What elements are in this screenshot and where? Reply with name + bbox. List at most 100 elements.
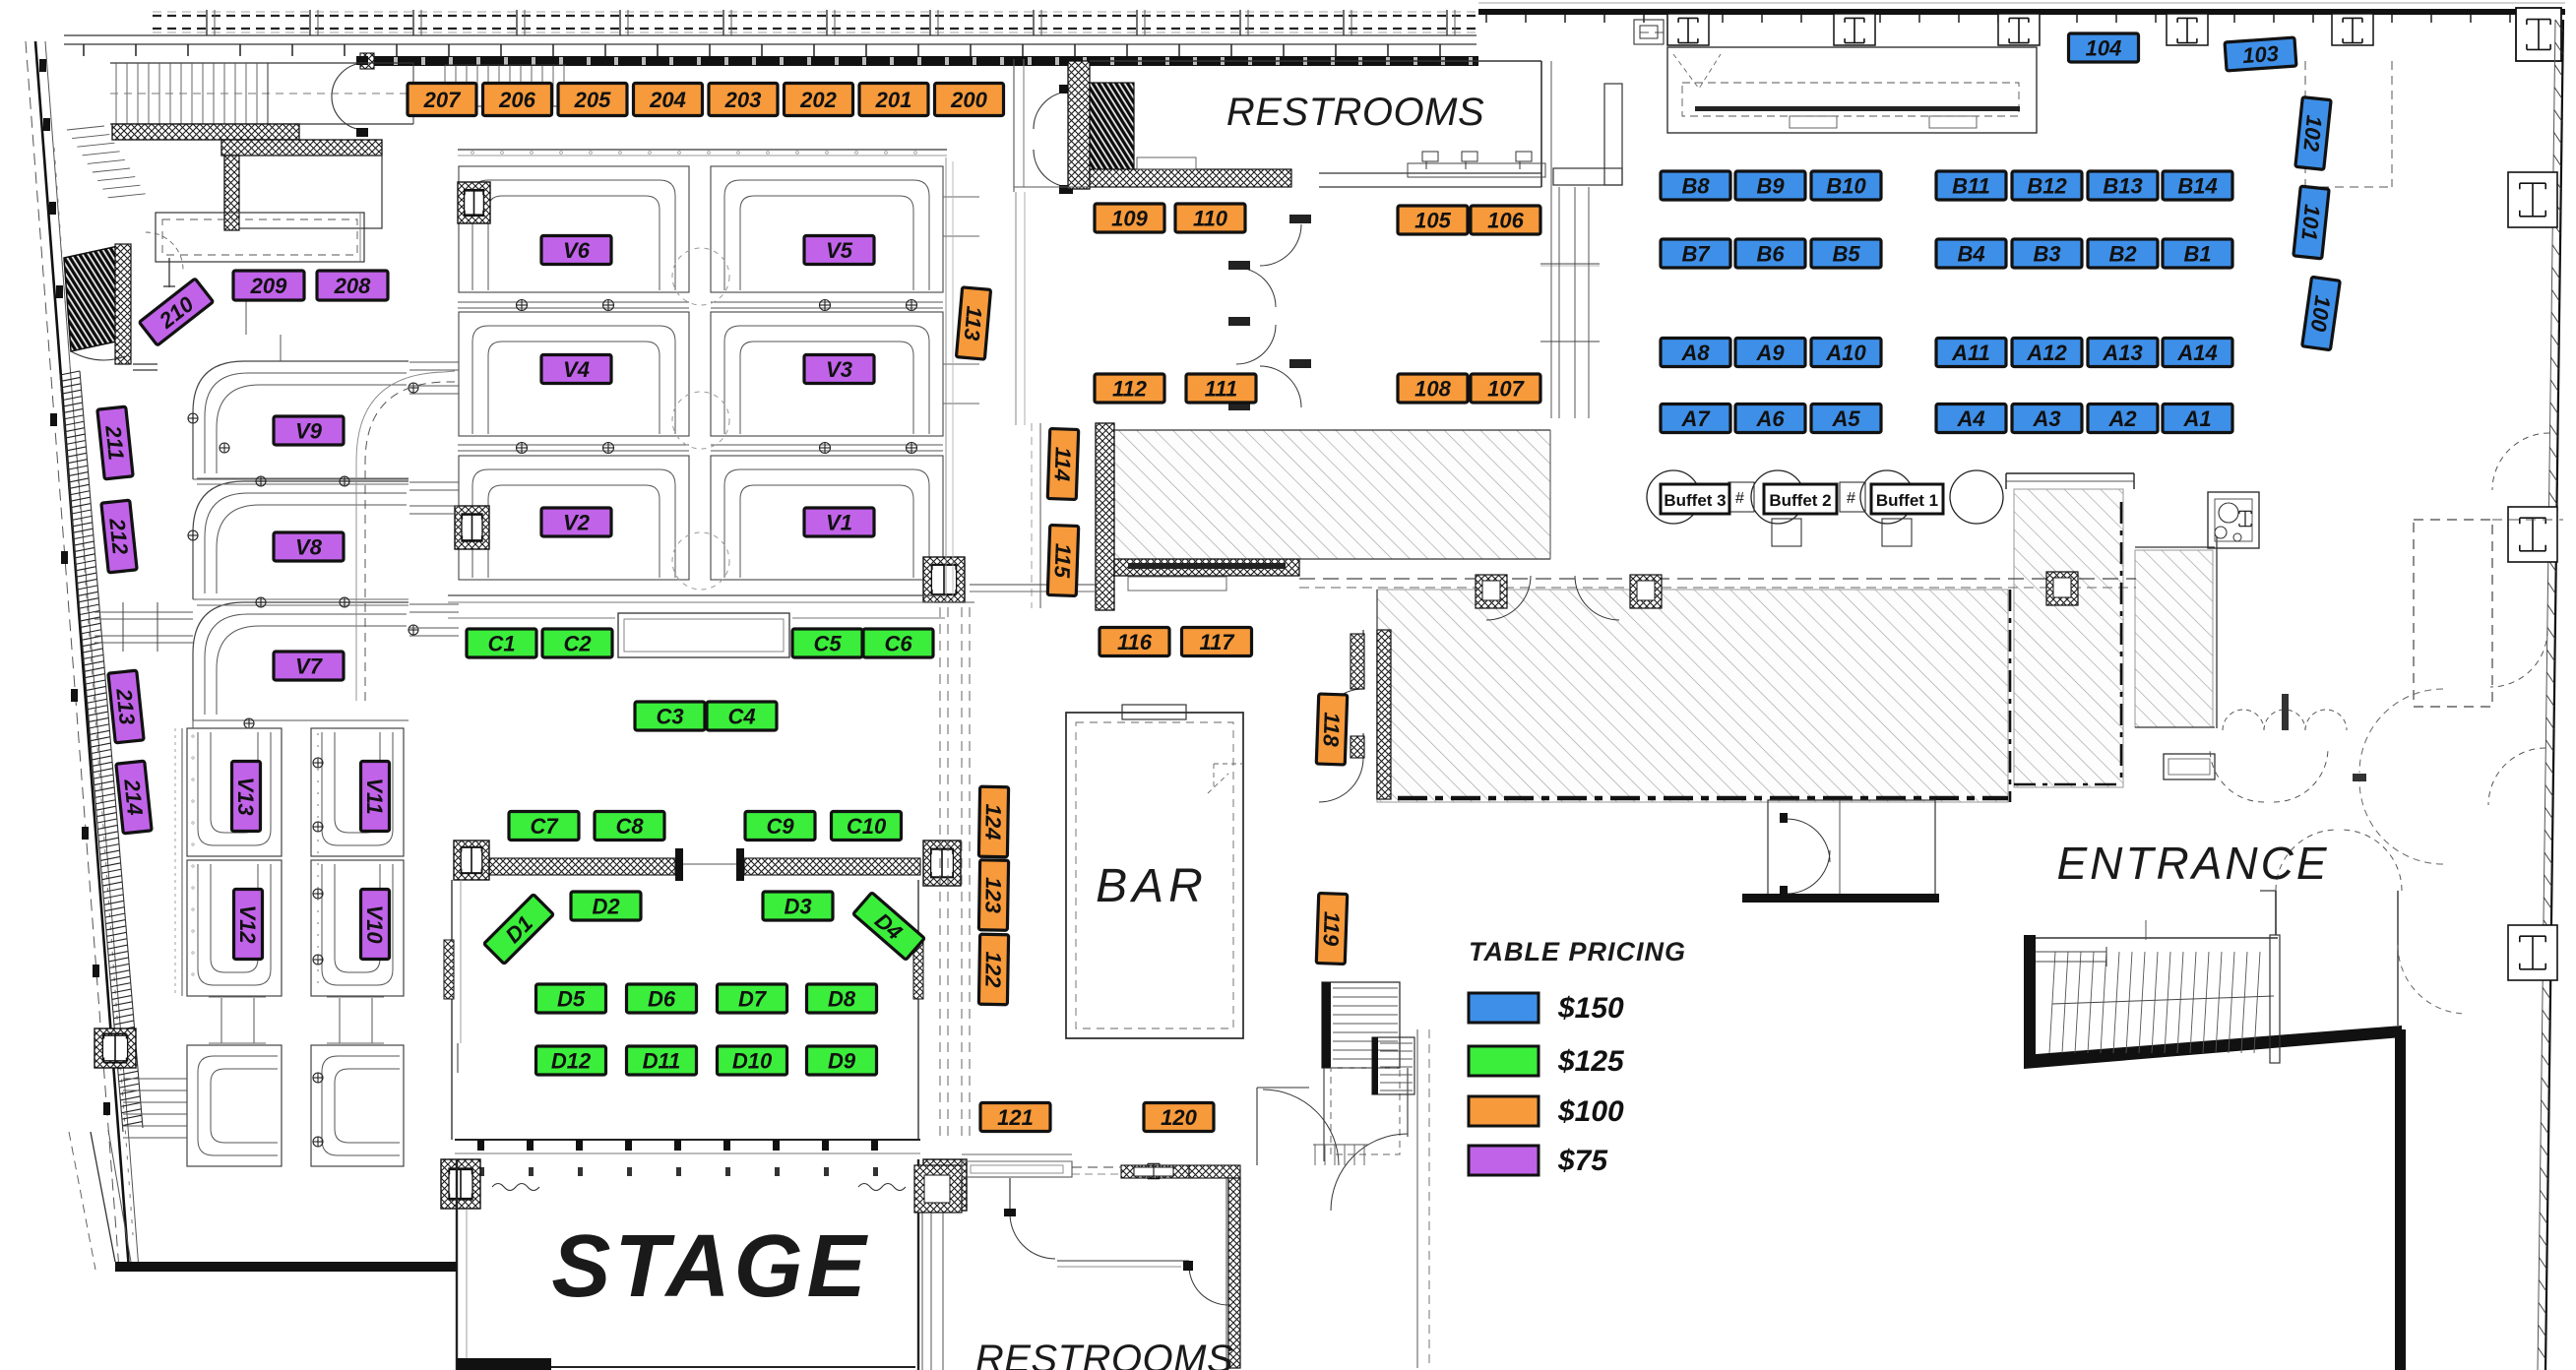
svg-text:D2: D2 [592,894,620,918]
svg-text:B5: B5 [1832,241,1860,266]
svg-text:A12: A12 [2026,341,2067,365]
svg-text:109: 109 [1111,206,1148,230]
svg-text:123: 123 [980,877,1006,913]
svg-text:A14: A14 [2176,341,2217,365]
svg-text:B10: B10 [1826,173,1866,198]
svg-text:116: 116 [1117,630,1153,654]
svg-text:V11: V11 [362,778,387,815]
svg-text:113: 113 [960,305,987,342]
svg-text:A9: A9 [1755,341,1785,365]
svg-text:114: 114 [1049,447,1075,482]
svg-text:B9: B9 [1756,173,1785,198]
svg-text:V8: V8 [295,534,323,559]
svg-text:V3: V3 [826,357,852,382]
svg-text:118: 118 [1318,712,1344,748]
svg-text:$100: $100 [1557,1095,1624,1128]
svg-text:119: 119 [1318,911,1344,948]
svg-text:D5: D5 [557,986,586,1011]
svg-text:D7: D7 [738,986,768,1011]
svg-text:V9: V9 [295,418,323,443]
svg-text:110: 110 [1193,206,1228,230]
svg-text:C7: C7 [530,814,559,839]
svg-text:D9: D9 [828,1048,856,1073]
svg-text:D6: D6 [648,986,676,1011]
svg-text:205: 205 [574,88,611,112]
svg-text:C6: C6 [884,631,912,655]
svg-text:D3: D3 [784,894,811,918]
svg-text:Buffet 1: Buffet 1 [1876,491,1938,510]
svg-text:100: 100 [2306,294,2336,335]
svg-text:115: 115 [1049,543,1075,580]
svg-text:211: 211 [100,423,129,461]
svg-text:122: 122 [980,951,1006,988]
svg-text:206: 206 [498,88,535,112]
svg-text:212: 212 [104,516,133,556]
svg-text:202: 202 [799,88,837,112]
svg-text:C9: C9 [766,814,794,839]
svg-text:BAR: BAR [1096,860,1208,912]
svg-text:102: 102 [2298,114,2327,154]
svg-text:D11: D11 [643,1048,681,1073]
svg-text:A11: A11 [1951,341,1990,365]
svg-text:B13: B13 [2103,173,2142,198]
svg-text:A8: A8 [1680,341,1710,365]
svg-text:D8: D8 [828,986,856,1011]
svg-text:214: 214 [119,777,148,816]
svg-text:C4: C4 [727,704,755,728]
svg-text:V4: V4 [563,357,590,382]
svg-text:101: 101 [2296,203,2325,241]
svg-text:213: 213 [111,686,140,725]
svg-text:107: 107 [1487,376,1525,401]
svg-text:105: 105 [1414,208,1451,232]
svg-text:B14: B14 [2177,173,2217,198]
svg-text:C10: C10 [847,814,887,839]
svg-text:D12: D12 [551,1048,592,1073]
svg-text:B6: B6 [1756,241,1785,266]
svg-text:V7: V7 [295,654,324,678]
svg-text:#: # [1847,490,1855,507]
svg-text:RESTROOMS: RESTROOMS [975,1338,1233,1370]
svg-text:121: 121 [997,1105,1034,1130]
svg-text:B3: B3 [2033,241,2060,266]
svg-text:Buffet 3: Buffet 3 [1664,491,1726,510]
svg-text:120: 120 [1161,1105,1197,1130]
svg-text:B11: B11 [1952,173,1990,198]
svg-text:208: 208 [334,274,371,298]
svg-text:207: 207 [423,88,462,112]
svg-text:B7: B7 [1681,241,1711,266]
svg-text:V2: V2 [563,510,591,534]
svg-text:D10: D10 [732,1048,773,1073]
svg-text:106: 106 [1487,208,1524,232]
svg-text:$150: $150 [1557,992,1624,1025]
svg-text:203: 203 [724,88,762,112]
svg-text:103: 103 [2241,41,2279,69]
svg-text:117: 117 [1199,630,1235,654]
svg-text:209: 209 [250,274,287,298]
svg-text:A13: A13 [2102,341,2142,365]
svg-text:104: 104 [2086,35,2122,60]
svg-text:A7: A7 [1680,406,1711,431]
svg-text:C8: C8 [615,814,644,839]
svg-text:112: 112 [1112,376,1148,401]
svg-text:C3: C3 [656,704,683,728]
svg-text:C5: C5 [813,631,842,655]
svg-text:V1: V1 [826,510,852,534]
svg-text:STAGE: STAGE [551,1217,869,1316]
svg-text:A5: A5 [1831,406,1860,431]
svg-text:TABLE PRICING: TABLE PRICING [1469,937,1686,966]
svg-text:B4: B4 [1957,241,1984,266]
svg-text:A1: A1 [2182,406,2211,431]
svg-text:V6: V6 [563,238,591,263]
svg-text:V10: V10 [362,904,387,944]
svg-text:#: # [1735,490,1744,507]
svg-text:B2: B2 [2108,241,2137,266]
svg-text:A4: A4 [1956,406,1984,431]
svg-text:$75: $75 [1557,1145,1608,1177]
svg-text:V5: V5 [826,238,853,263]
svg-text:$125: $125 [1557,1045,1625,1078]
svg-text:A6: A6 [1755,406,1785,431]
svg-text:204: 204 [649,88,686,112]
svg-text:A3: A3 [2032,406,2060,431]
svg-text:111: 111 [1205,376,1237,401]
svg-text:V12: V12 [235,904,260,944]
